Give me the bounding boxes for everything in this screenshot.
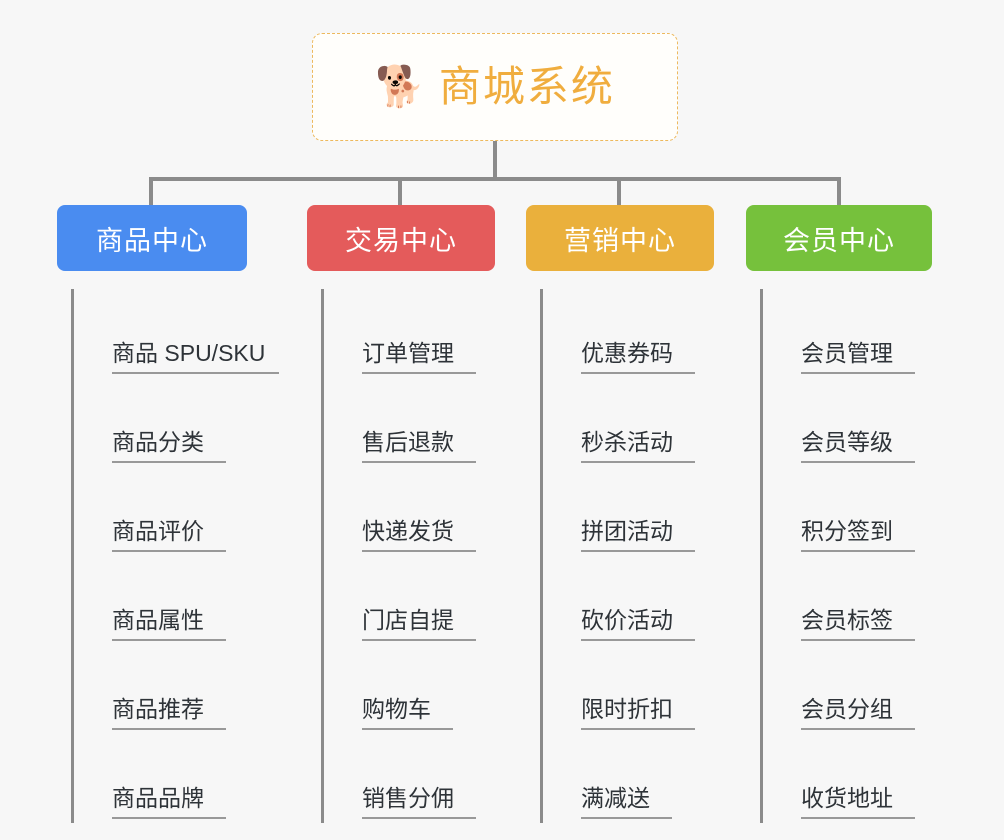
leaf-label: 会员标签 — [801, 608, 915, 641]
connector-drop-trade-center — [398, 177, 402, 207]
leaf-label: 快递发货 — [362, 519, 476, 552]
leaf-label: 优惠券码 — [581, 341, 695, 374]
leaf-label: 砍价活动 — [581, 608, 695, 641]
leaf-item[interactable]: 订单管理 — [324, 289, 495, 378]
connector-drop-marketing-center — [617, 177, 621, 207]
branch-marketing-center: 营销中心 优惠券码 秒杀活动 拼团活动 砍价活动 限时折扣 — [526, 205, 714, 839]
leaf-item[interactable]: 积分签到 — [763, 467, 932, 556]
leaf-item[interactable]: 销售分佣 — [324, 734, 495, 823]
leaf-list-trade-center: 订单管理 售后退款 快递发货 门店自提 购物车 销售分佣 — [321, 289, 495, 823]
branch-header-trade-center[interactable]: 交易中心 — [307, 205, 495, 271]
leaf-label: 收货地址 — [801, 786, 915, 819]
root-node-title: 商城系统 — [438, 63, 615, 110]
branch-header-label: 交易中心 — [345, 225, 457, 256]
leaf-item[interactable]: 快递发货 — [324, 467, 495, 556]
leaf-item[interactable]: 收货地址 — [763, 734, 932, 823]
leaf-label: 销售分佣 — [362, 786, 476, 819]
leaf-item[interactable]: 商品品牌 — [74, 734, 247, 823]
leaf-list-member-center: 会员管理 会员等级 积分签到 会员标签 会员分组 收货地址 — [760, 289, 932, 823]
leaf-label: 商品 SPU/SKU — [112, 341, 280, 374]
branch-product-center: 商品中心 商品 SPU/SKU 商品分类 商品评价 商品属性 商品推荐 — [57, 205, 280, 839]
branch-header-product-center[interactable]: 商品中心 — [57, 205, 247, 271]
shiba-dog-face-icon: 🐕 — [375, 65, 425, 109]
leaf-label: 满减送 — [581, 786, 672, 819]
leaf-item[interactable]: 拼团活动 — [543, 467, 714, 556]
leaf-label: 会员管理 — [801, 341, 915, 374]
leaf-label: 秒杀活动 — [581, 430, 695, 463]
leaf-label: 限时折扣 — [581, 697, 695, 730]
connector-main-bus — [149, 177, 839, 181]
leaf-label: 商品分类 — [112, 430, 226, 463]
connector-drop-product-center — [149, 177, 153, 207]
branch-header-label: 会员中心 — [783, 225, 895, 256]
leaf-item[interactable]: 满减送 — [543, 734, 714, 823]
leaf-label: 商品评价 — [112, 519, 226, 552]
leaf-item[interactable]: 会员标签 — [763, 556, 932, 645]
leaf-label: 会员分组 — [801, 697, 915, 730]
leaf-item[interactable]: 商品分类 — [74, 378, 247, 467]
leaf-item[interactable]: 商品评价 — [74, 467, 247, 556]
leaf-item[interactable]: 限时折扣 — [543, 645, 714, 734]
branch-member-center: 会员中心 会员管理 会员等级 积分签到 会员标签 会员分组 — [746, 205, 932, 839]
connector-drop-member-center — [837, 177, 841, 207]
leaf-label: 商品推荐 — [112, 697, 226, 730]
leaf-item[interactable]: 砍价活动 — [543, 556, 714, 645]
connector-root-stem — [493, 141, 497, 181]
root-node-mall-system[interactable]: 🐕 商城系统 — [312, 33, 678, 141]
branch-header-marketing-center[interactable]: 营销中心 — [526, 205, 714, 271]
leaf-item[interactable]: 商品属性 — [74, 556, 247, 645]
branch-header-label: 商品中心 — [96, 225, 208, 256]
leaf-label: 积分签到 — [801, 519, 915, 552]
leaf-item[interactable]: 会员等级 — [763, 378, 932, 467]
leaf-item[interactable]: 门店自提 — [324, 556, 495, 645]
leaf-label: 订单管理 — [362, 341, 476, 374]
branch-header-member-center[interactable]: 会员中心 — [746, 205, 932, 271]
leaf-label: 门店自提 — [362, 608, 476, 641]
leaf-item[interactable]: 优惠券码 — [543, 289, 714, 378]
leaf-label: 售后退款 — [362, 430, 476, 463]
leaf-item[interactable]: 商品 SPU/SKU — [74, 289, 280, 378]
leaf-item[interactable]: 售后退款 — [324, 378, 495, 467]
leaf-item[interactable]: 秒杀活动 — [543, 378, 714, 467]
leaf-label: 商品品牌 — [112, 786, 226, 819]
leaf-list-product-center: 商品 SPU/SKU 商品分类 商品评价 商品属性 商品推荐 商品品牌 — [71, 289, 280, 823]
leaf-item[interactable]: 会员分组 — [763, 645, 932, 734]
leaf-label: 购物车 — [362, 697, 453, 730]
leaf-item[interactable]: 商品推荐 — [74, 645, 247, 734]
leaf-label: 会员等级 — [801, 430, 915, 463]
branch-header-label: 营销中心 — [564, 225, 676, 256]
branch-trade-center: 交易中心 订单管理 售后退款 快递发货 门店自提 购物车 — [307, 205, 495, 839]
leaf-item[interactable]: 会员管理 — [763, 289, 932, 378]
leaf-item[interactable]: 购物车 — [324, 645, 495, 734]
leaf-label: 拼团活动 — [581, 519, 695, 552]
leaf-label: 商品属性 — [112, 608, 226, 641]
leaf-list-marketing-center: 优惠券码 秒杀活动 拼团活动 砍价活动 限时折扣 满减送 — [540, 289, 714, 823]
